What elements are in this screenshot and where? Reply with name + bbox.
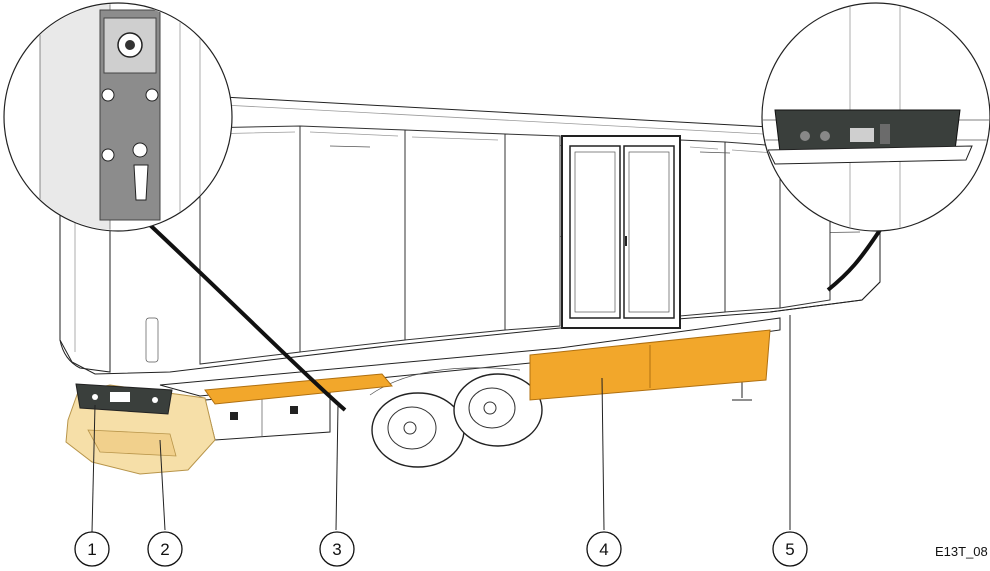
callout-label: 3	[332, 540, 341, 559]
callout-4: 4	[586, 531, 622, 567]
trailer-body	[59, 95, 881, 375]
entry-door	[561, 135, 681, 329]
callout-3: 3	[319, 531, 355, 567]
door-lock-panel-icon	[99, 9, 161, 221]
zoom-view-door-lock	[3, 2, 347, 412]
zoom-view-socket-box	[761, 2, 990, 292]
rear-side-skirt	[529, 329, 771, 401]
callout-label: 2	[160, 540, 169, 559]
callout-5: 5	[772, 531, 808, 567]
axle-group	[369, 367, 543, 468]
front-side-skirt	[204, 373, 393, 405]
sill-trim	[769, 281, 881, 313]
socket-box-icon	[767, 109, 973, 165]
rear-lamp-bracket	[75, 383, 173, 415]
callout-label: 4	[599, 540, 608, 559]
image-code: E13T_08	[935, 544, 988, 559]
leader-lines	[91, 315, 791, 533]
callout-label: 5	[785, 540, 794, 559]
callout-2: 2	[147, 531, 183, 567]
callout-label: 1	[87, 540, 96, 559]
callout-1: 1	[74, 531, 110, 567]
